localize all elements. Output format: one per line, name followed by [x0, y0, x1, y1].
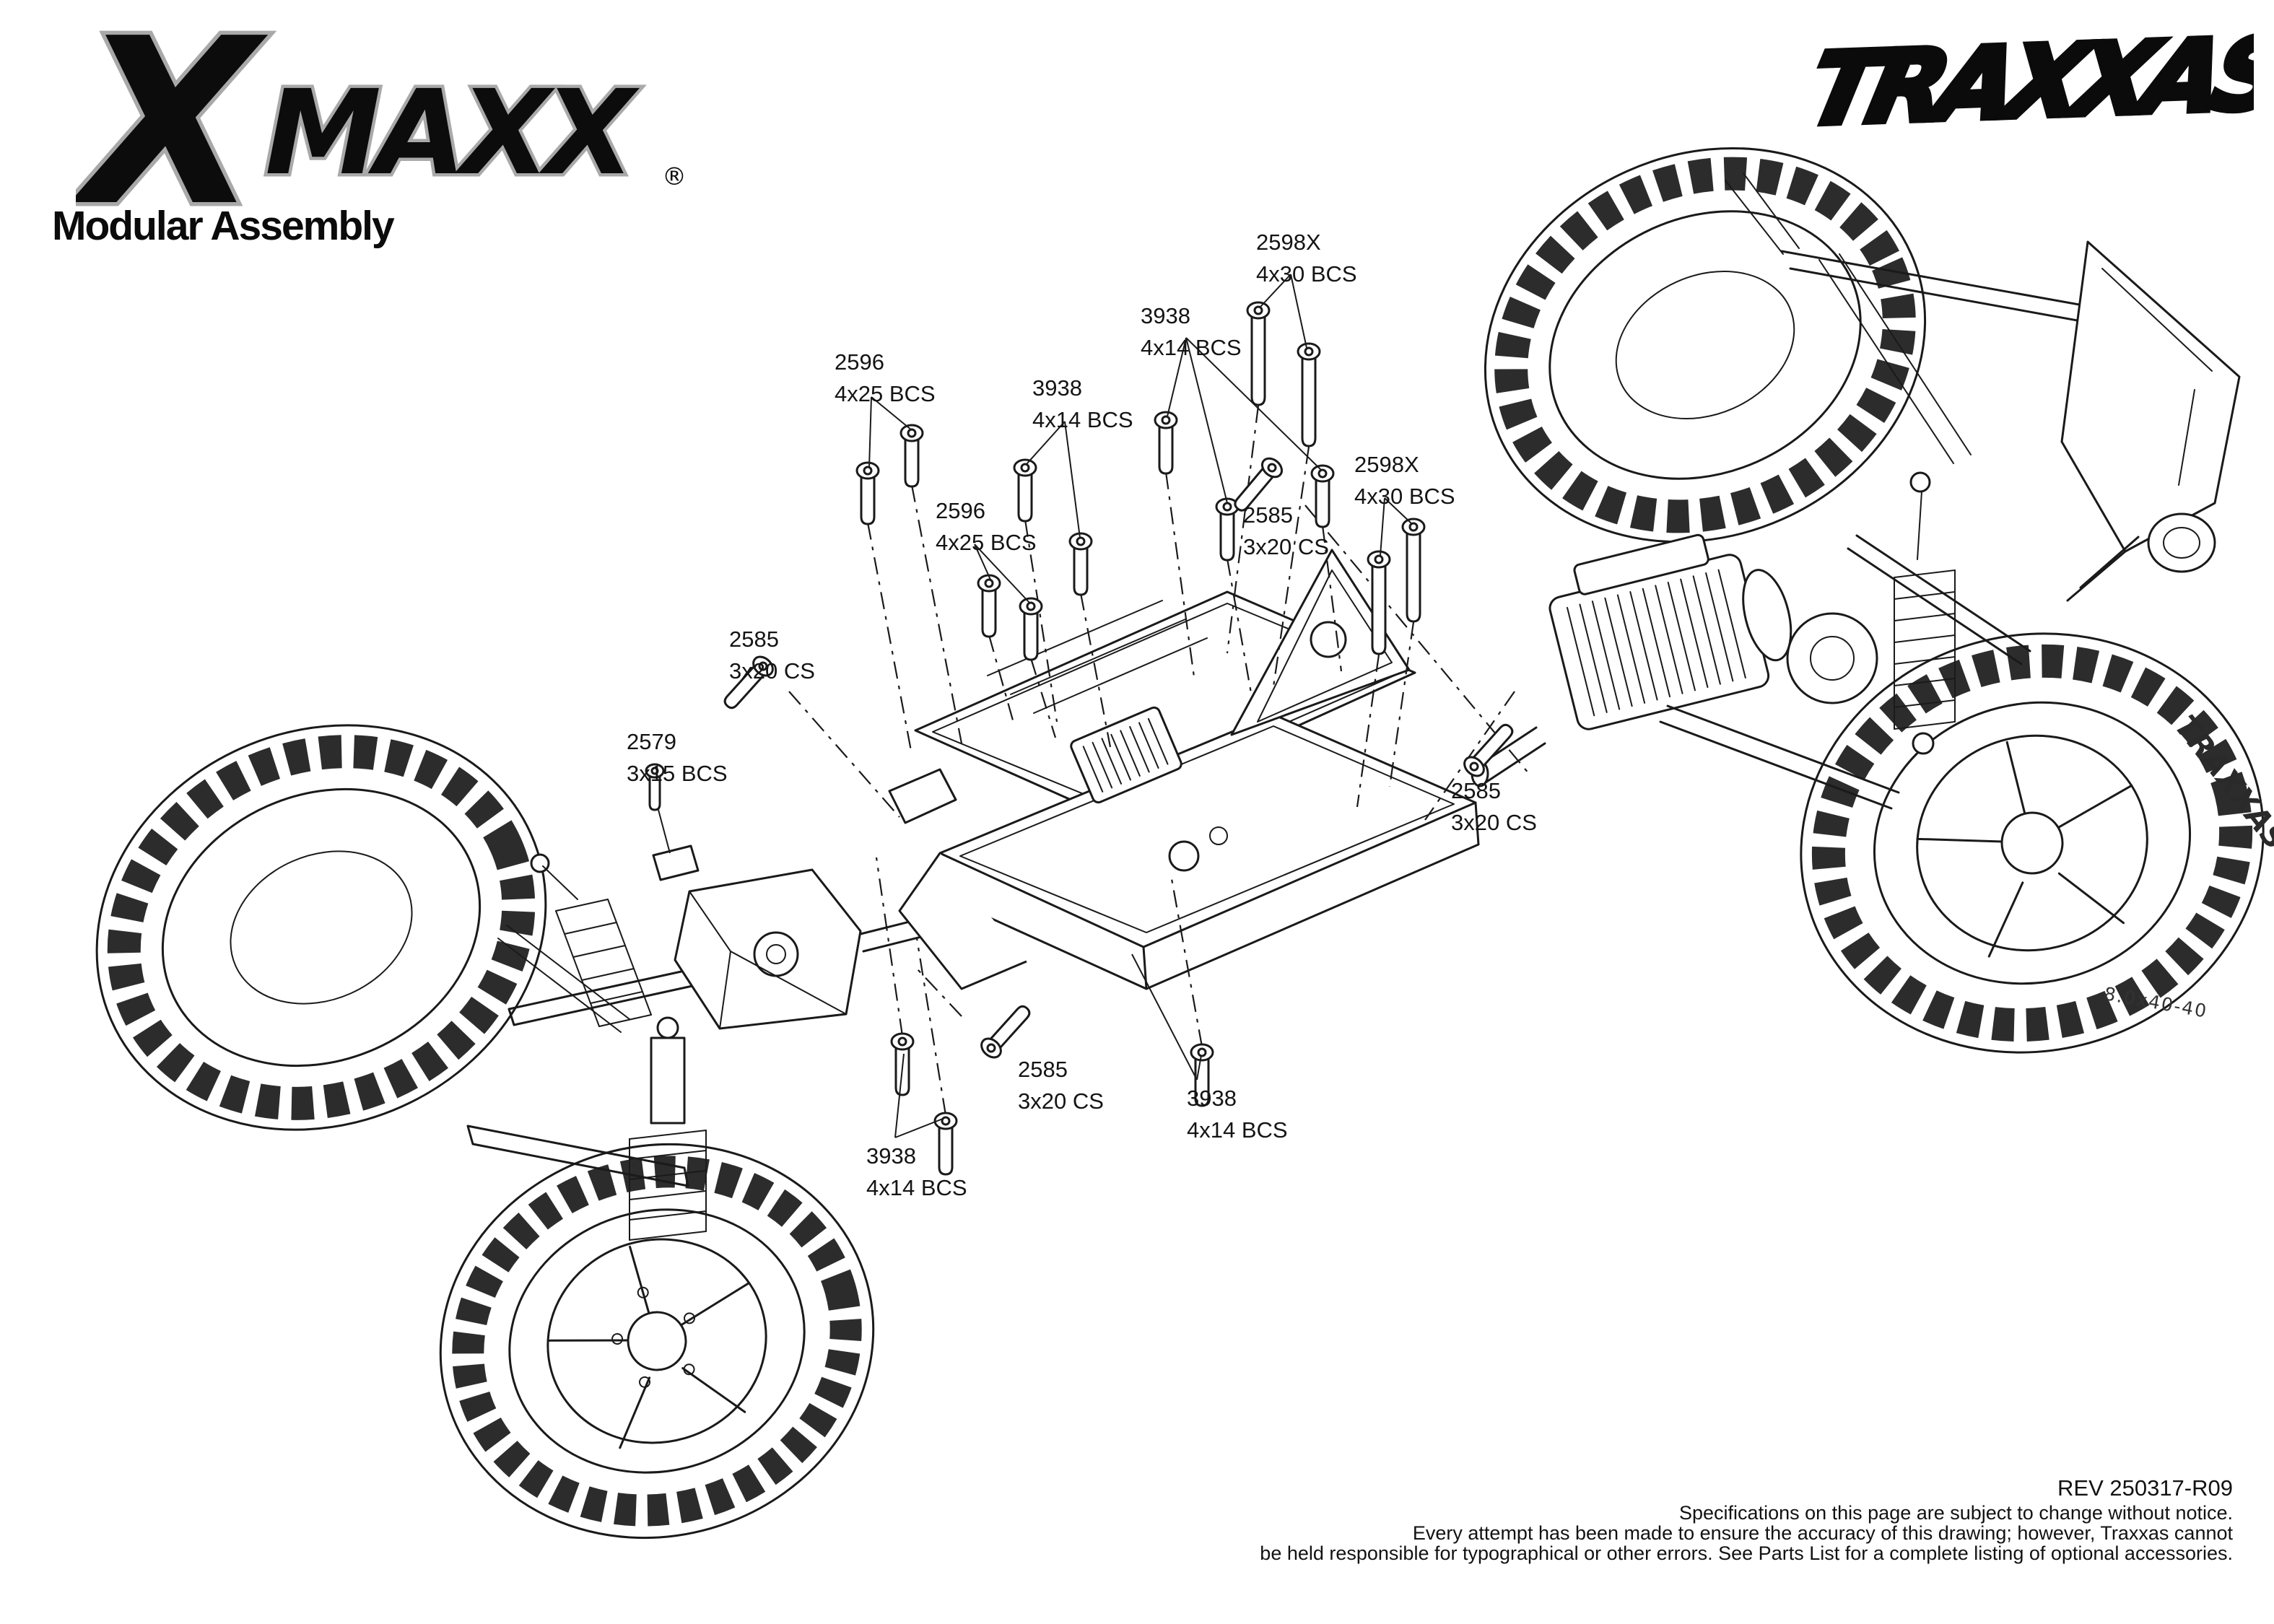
- screw-icon: [1401, 518, 1426, 623]
- screw-icon: [1367, 550, 1391, 655]
- screw-icon: [976, 1000, 1037, 1062]
- screw-icon: [645, 763, 665, 811]
- screw-icon: [1297, 342, 1321, 448]
- front-frame-and-bumper: [1725, 173, 2241, 602]
- footer: REV 250317-R09 Specifications on this pa…: [1260, 1474, 2233, 1563]
- rear-right-tire: [439, 1143, 875, 1540]
- front-module-illustration: TRAXXAS 8.0x40-40: [1471, 147, 2274, 1054]
- screw-icon: [855, 461, 880, 525]
- esc-unit: [1070, 706, 1182, 804]
- screw-icon: [1154, 411, 1178, 475]
- screw-icon: [1019, 597, 1043, 661]
- screw-icon: [977, 574, 1001, 638]
- screw-icon: [933, 1112, 958, 1176]
- disclaimer-line: Every attempt has been made to ensure th…: [1412, 1522, 2233, 1544]
- screw-icon: [1246, 301, 1271, 406]
- rear-module-illustration: [95, 724, 959, 1540]
- xmaxx-logo: X MAXX ®: [76, 20, 687, 237]
- screw-icon: [1013, 458, 1037, 523]
- front-motor: [1548, 533, 1792, 730]
- disclaimer-line: be held responsible for typographical or…: [1260, 1542, 2233, 1564]
- chassis-illustration: [888, 549, 1480, 990]
- registered-trademark-icon: ®: [2228, 42, 2247, 64]
- projection-lines: [788, 405, 1530, 1116]
- revision-number: REV 250317-R09: [2057, 1475, 2233, 1501]
- rear-gearbox: [652, 844, 959, 1030]
- traxxas-logo-text: TRAXXAS: [1798, 22, 2254, 148]
- disclaimer-line: Specifications on this page are subject …: [1679, 1502, 2233, 1524]
- screw-icon: [899, 424, 924, 488]
- xmaxx-logo-x: X: [76, 20, 268, 237]
- screw-icon: [1228, 453, 1287, 517]
- screw-icon: [1310, 464, 1335, 528]
- screw-icon: [1068, 532, 1093, 596]
- page-title: Modular Assembly: [52, 203, 395, 249]
- xmaxx-logo-maxx: MAXX: [265, 66, 640, 201]
- screw-icon: [1215, 497, 1240, 562]
- registered-trademark-icon: ®: [662, 162, 687, 191]
- traxxas-logo: TRAXXAS ®: [1795, 22, 2254, 151]
- front-shock: [1894, 471, 1956, 755]
- leader-lines: [658, 274, 1413, 1138]
- front-left-tire: [1484, 147, 1927, 543]
- rear-left-tire: [95, 724, 547, 1131]
- screw-icon: [718, 652, 778, 715]
- rear-suspension: [466, 853, 733, 1241]
